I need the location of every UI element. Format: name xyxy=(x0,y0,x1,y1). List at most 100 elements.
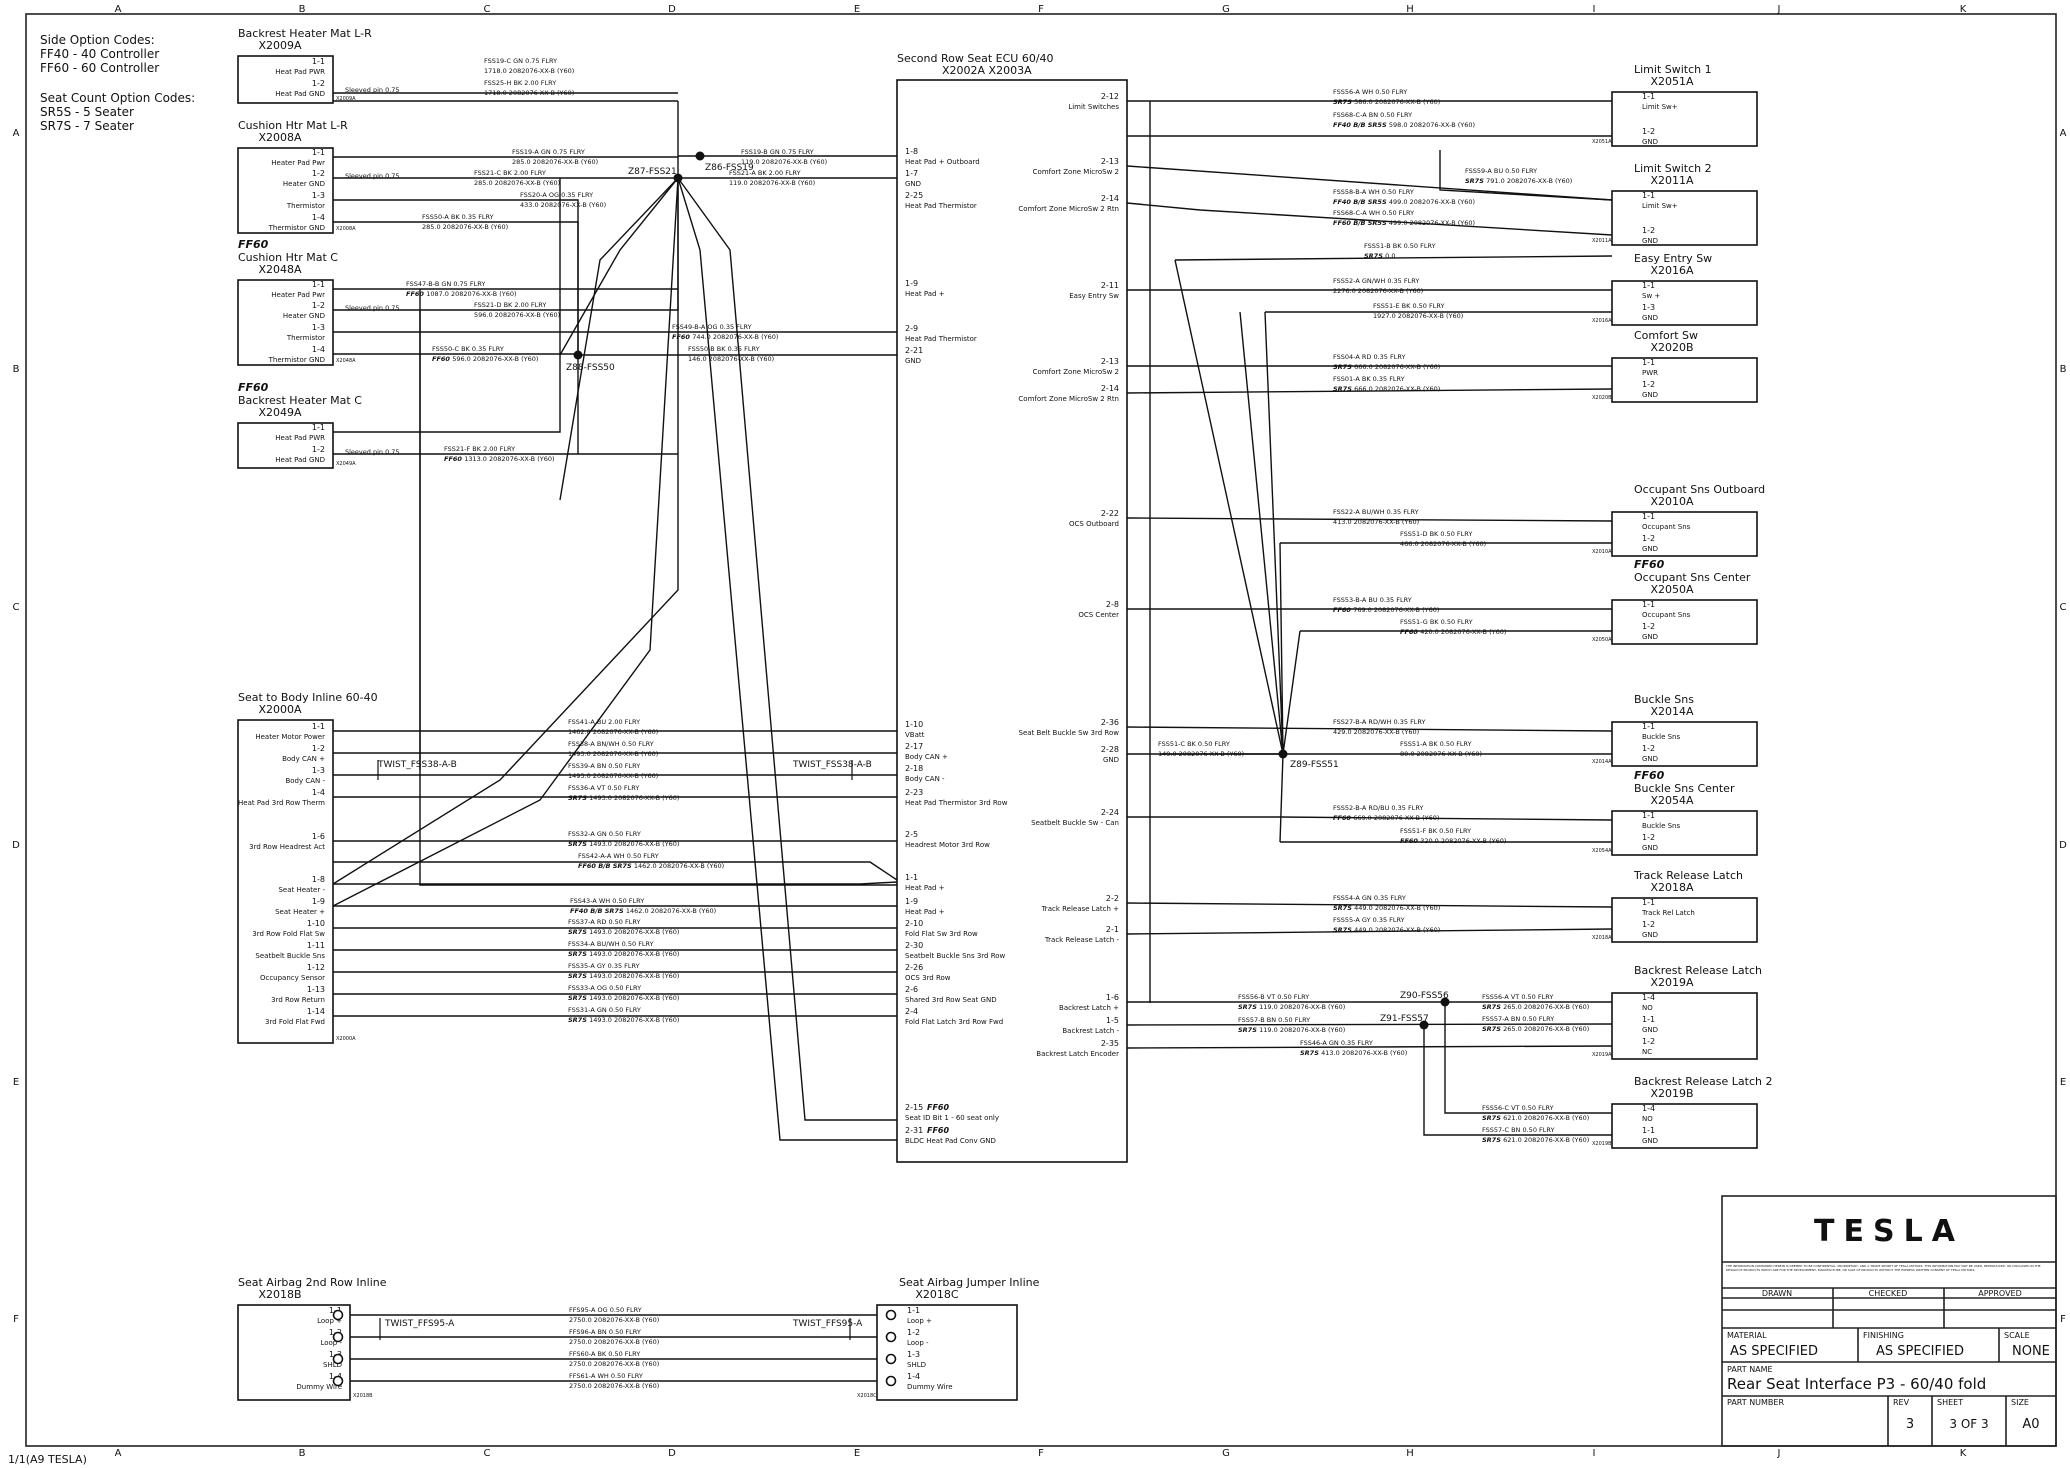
twist-label: TWIST_FSS38-A-B xyxy=(792,760,872,770)
wire-length: 1493.0 2082076-XX-B (Y60) xyxy=(568,750,658,758)
pin-number: 1-5 xyxy=(1106,1016,1119,1025)
grid-column-label: K xyxy=(1960,4,1967,15)
pin-label: NO xyxy=(1642,1004,1653,1012)
wire-length: 1493.0 2082076-XX-B (Y60) xyxy=(589,840,679,848)
wire-code: FSS37-A RD 0.50 FLRY xyxy=(568,918,640,926)
wire-spec: 2276.0 2082076-XX-B (Y60) xyxy=(1333,287,1423,295)
connector-title: Cushion Htr Mat C xyxy=(238,251,338,264)
pin-label: Comfort Zone MicroSw 2 xyxy=(1033,168,1119,176)
wire-length: 466.0 2082076-XX-B (Y60) xyxy=(1400,540,1486,548)
terminal-circle xyxy=(332,1309,344,1321)
terminal-circle xyxy=(885,1309,897,1321)
wire-length: 1493.0 2082076-XX-B (Y60) xyxy=(589,950,679,958)
wire xyxy=(332,178,679,885)
size-label: SIZE xyxy=(2011,1398,2029,1407)
wire xyxy=(1126,388,1613,394)
wire-code: FSS54-A GN 0.35 FLRY xyxy=(1333,894,1406,902)
wire-spec: 285.0 2082076-XX-B (Y60) xyxy=(474,179,560,187)
pin-label: SHLD xyxy=(907,1361,926,1369)
terminal-circle xyxy=(885,1375,897,1387)
connector-title: Cushion Htr Mat L-R xyxy=(238,119,348,132)
wire-option-flag: SR7S xyxy=(568,994,589,1002)
pin-label: NC xyxy=(1642,1048,1652,1056)
terminal-circle xyxy=(885,1331,897,1343)
wire xyxy=(677,177,897,1141)
pin-label: Shared 3rd Row Seat GND xyxy=(905,996,997,1004)
connector-body xyxy=(237,279,334,366)
sleeve-note: Sleeved pin 0.75 xyxy=(345,86,400,94)
wire-length: 2750.0 2082076-XX-B (Y60) xyxy=(569,1360,659,1368)
connector-tag: X2051A xyxy=(1592,139,1612,145)
wire-spec: SR7S 449.0 2082076-XX-B (Y60) xyxy=(1333,904,1440,912)
wire-spec: SR7S 265.0 2082076-XX-B (Y60) xyxy=(1482,1003,1589,1011)
wire-label: FSS54-A GN 0.35 FLRY SR7S 449.0 2082076-X… xyxy=(1333,894,1440,912)
wire-length: 420.0 2082076-XX-B (Y60) xyxy=(1420,628,1506,636)
checked-label: CHECKED xyxy=(1869,1289,1908,1298)
wire-spec: 119.0 2082076-XX-B (Y60) xyxy=(729,179,815,187)
connector-id: X2048A xyxy=(258,263,302,276)
pin-number: 1-8 xyxy=(905,147,918,156)
pin-number: 1-4 xyxy=(1642,993,1655,1002)
pin-label: Seatbelt Buckle Sns xyxy=(255,952,325,960)
wire-length: 413.0 2082076-XX-B (Y60) xyxy=(1321,1049,1407,1057)
wire-spec: SR7S 666.0 2082076-XX-B (Y60) xyxy=(1333,363,1440,371)
pin-number: 1-1 xyxy=(1642,512,1655,521)
pin-number: 1-2 xyxy=(312,169,325,178)
pin-number: 1-1 xyxy=(1642,281,1655,290)
wire-code: FSS68-C-A WH 0.50 FLRY xyxy=(1333,209,1414,217)
connector-body xyxy=(237,1304,351,1401)
connector-id: X2018C xyxy=(915,1288,959,1301)
wire-spec: SR7S 1493.0 2082076-XX-B (Y60) xyxy=(568,840,679,848)
pin-number: 2-21 xyxy=(905,346,923,355)
wire-code: FSS52-B-A RD/BU 0.35 FLRY xyxy=(1333,804,1423,812)
wire xyxy=(1444,1002,1612,1114)
wire-length: 0.0 xyxy=(1385,252,1395,260)
connector-id: X2011A xyxy=(1650,174,1694,187)
wire-code: FSS51-F BK 0.50 FLRY xyxy=(1400,827,1471,835)
pin-number: 1-2 xyxy=(1642,534,1655,543)
wire-length: 285.0 2082076-XX-B (Y60) xyxy=(512,158,598,166)
pin-number: 1-11 xyxy=(307,941,325,950)
pin-number: 1-1 xyxy=(907,1306,920,1315)
grid-column-label: A xyxy=(115,4,122,15)
wire-length: 596.0 2082076-XX-B (Y60) xyxy=(452,355,538,363)
pin-number: 1-2 xyxy=(1642,622,1655,631)
pin-label: Body CAN + xyxy=(282,755,325,763)
tesla-logo: TESLA xyxy=(1814,1214,1964,1249)
sleeve-note: Sleeved pin 0.75 xyxy=(345,448,400,456)
connector-title: Backrest Release Latch xyxy=(1634,964,1762,977)
wire-length: 1493.0 2082076-XX-B (Y60) xyxy=(589,994,679,1002)
wire-spec: 2750.0 2082076-XX-B (Y60) xyxy=(569,1338,659,1346)
wire-spec: FF60 1087.0 2082076-XX-B (Y60) xyxy=(406,290,517,298)
pin-label: Heater Motor Power xyxy=(255,733,325,741)
wire-length: 265.0 2082076-XX-B (Y60) xyxy=(1503,1025,1589,1033)
pin-number: 2-31 xyxy=(905,1126,923,1135)
wire xyxy=(1423,1025,1612,1136)
option-flag: FF60 xyxy=(927,1103,949,1112)
wire-option-flag: FF60 xyxy=(432,355,452,363)
option-flag: FF60 xyxy=(1634,769,1665,782)
pin-label: Heater GND xyxy=(283,312,325,320)
pin-label: 3rd Row Headrest Act xyxy=(249,843,325,851)
pin-label: Backrest Latch + xyxy=(1059,1004,1119,1012)
wire xyxy=(1439,150,1613,201)
wire-code: FSS34-A BU/WH 0.50 FLRY xyxy=(568,940,654,948)
part-name-label: PART NAME xyxy=(1727,1365,1773,1374)
wire-option-flag: SR7S xyxy=(568,1016,589,1024)
pin-number: 1-12 xyxy=(307,963,325,972)
grid-row-label: C xyxy=(13,602,20,613)
pin-number: 1-1 xyxy=(312,148,325,157)
connector-tag: X2008A xyxy=(336,226,356,232)
